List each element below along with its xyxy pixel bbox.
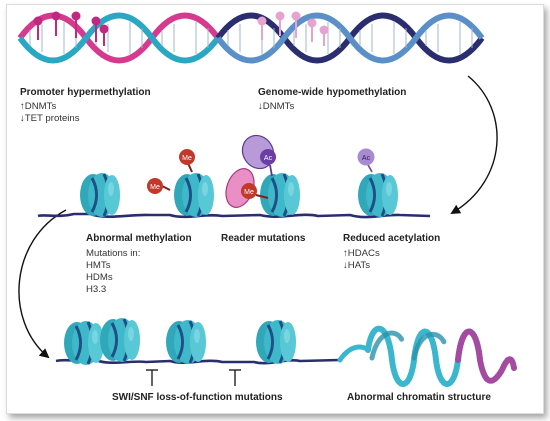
- genome-wide-hypomethylation-title: Genome-wide hypomethylation: [258, 87, 407, 98]
- genome-wide-line-1: ↓DNMTs: [258, 101, 295, 112]
- abnormal-methylation-item: HDMs: [86, 272, 113, 283]
- promoter-line-2: ↓TET proteins: [20, 113, 80, 124]
- reduced-acetylation-title: Reduced acetylation: [343, 233, 441, 244]
- nucleosome: [254, 318, 298, 366]
- inhibition-marker: [229, 369, 241, 386]
- acetyl-mark: Ac: [357, 148, 375, 173]
- nucleosome: [98, 316, 142, 364]
- genome-wide-methyl-marks: [257, 11, 329, 46]
- reader-protein-pink: Me: [225, 168, 269, 208]
- promoter-methyl-marks: [33, 11, 109, 46]
- swisnf-title: SWI/SNF loss-of-function mutations: [112, 392, 283, 403]
- nucleosome: [164, 318, 208, 366]
- abnormal-methylation-item: H3.3: [86, 284, 107, 295]
- nucleosome: [258, 171, 302, 219]
- promoter-hypermethylation-title: Promoter hypermethylation: [20, 87, 151, 98]
- inhibition-marker: [146, 369, 158, 386]
- histone-methyl-mark: Me: [147, 178, 171, 194]
- nucleosome: [78, 171, 122, 219]
- reader-protein-purple: Ac: [241, 134, 276, 177]
- nucleosome: [356, 171, 400, 219]
- promoter-line-1: ↑DNMTs: [20, 101, 57, 112]
- reader-mutations-title: Reader mutations: [221, 233, 306, 244]
- abnormal-methylation-intro: Mutations in:: [86, 248, 141, 259]
- abnormal-methylation-item: HMTs: [86, 260, 111, 271]
- histone-methyl-mark: Me: [179, 149, 195, 173]
- svg-text:Me: Me: [150, 184, 160, 191]
- reduced-acetylation-line-1: ↑HDACs: [343, 248, 380, 259]
- nucleosome: [172, 171, 216, 219]
- abnormal-methylation-title: Abnormal methylation: [86, 233, 192, 244]
- flow-arrow-left: [18, 209, 67, 359]
- condensed-chromatin-fiber: [337, 325, 517, 387]
- svg-text:Me: Me: [182, 155, 192, 162]
- reduced-acetylation-line-2: ↓HATs: [343, 260, 371, 271]
- svg-text:Ac: Ac: [362, 155, 371, 162]
- flow-arrow-right: [450, 75, 498, 214]
- abnormal-chromatin-structure-title: Abnormal chromatin structure: [347, 392, 491, 403]
- svg-text:Me: Me: [244, 189, 254, 196]
- svg-text:Ac: Ac: [264, 155, 273, 162]
- nucleosome: [62, 319, 106, 367]
- dna-double-helix: [17, 12, 485, 64]
